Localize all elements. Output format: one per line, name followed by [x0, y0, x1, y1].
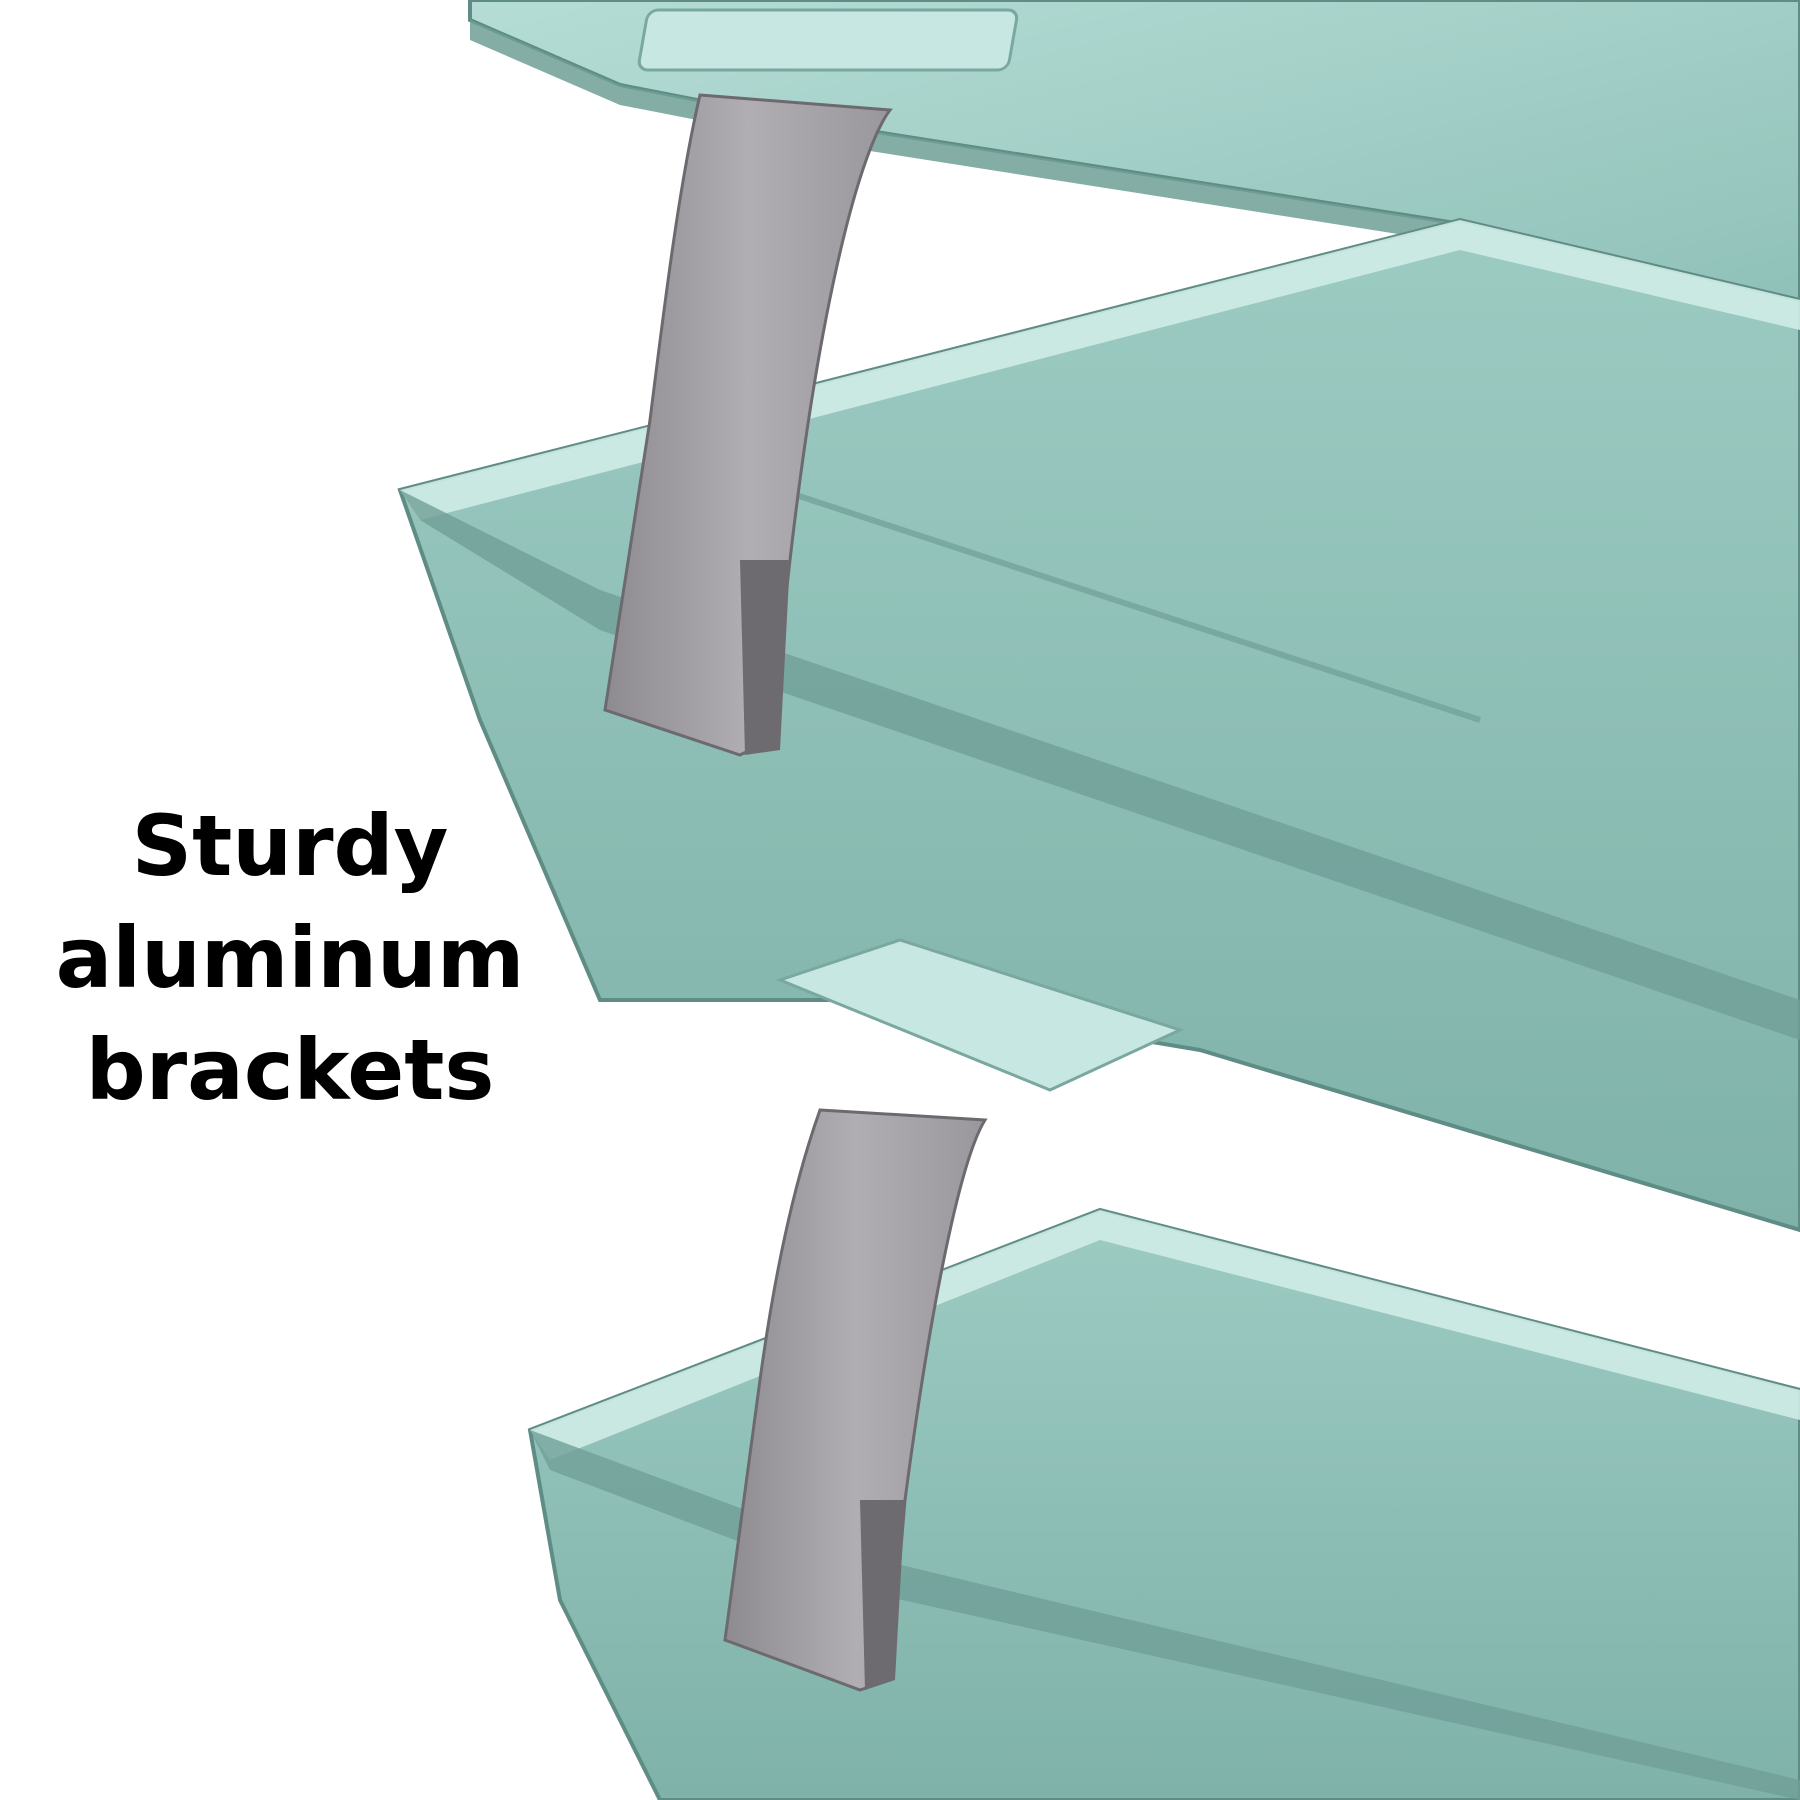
- tray-top: [468, 0, 1800, 350]
- caption-line-2: aluminum: [55, 909, 525, 1007]
- feature-caption: Sturdy aluminum brackets: [30, 790, 550, 1126]
- caption-line-1: Sturdy: [131, 797, 449, 895]
- tray-bottom: [527, 1207, 1800, 1800]
- aluminum-bracket-lower: [723, 1108, 988, 1692]
- caption-line-3: brackets: [85, 1021, 495, 1119]
- tray-middle: [397, 217, 1800, 1233]
- aluminum-bracket-upper: [603, 93, 893, 757]
